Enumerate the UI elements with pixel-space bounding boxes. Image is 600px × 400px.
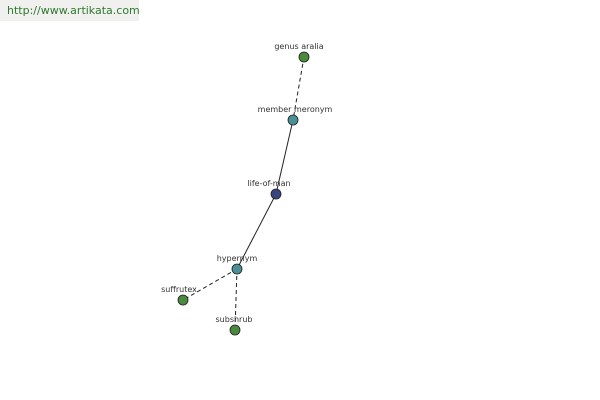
node-label-suffrutex: suffrutex — [161, 285, 197, 294]
node-label-life-of-man: life-of-man — [247, 179, 290, 188]
node-genus-aralia[interactable]: genus aralia — [274, 42, 324, 63]
node-suffrutex[interactable]: suffrutex — [161, 285, 197, 306]
edge-hypernym-to-subshrub — [234, 268, 238, 331]
edge-life-of-man-to-hypernym — [236, 193, 277, 270]
node-subshrub[interactable]: subshrub — [216, 315, 253, 336]
source-link[interactable]: http://www.artikata.com — [7, 4, 140, 17]
node-dot-genus-aralia[interactable] — [298, 51, 310, 63]
node-dot-subshrub[interactable] — [229, 324, 241, 336]
source-banner: http://www.artikata.com — [0, 0, 140, 21]
node-layer: genus aralia member meronym life-of-man hyp… — [161, 42, 333, 336]
node-dot-suffrutex[interactable] — [177, 294, 189, 306]
node-life-of-man[interactable]: life-of-man — [247, 179, 291, 200]
edge-layer — [182, 56, 305, 331]
node-label-subshrub: subshrub — [216, 315, 253, 324]
node-dot-hypernym[interactable] — [231, 263, 243, 275]
edge-hypernym-to-suffrutex — [182, 268, 238, 301]
node-dot-life-of-man[interactable] — [270, 188, 282, 200]
node-hypernym[interactable]: hypernym — [217, 254, 258, 275]
node-label-hypernym: hypernym — [217, 254, 258, 263]
node-dot-member-meronym[interactable] — [287, 114, 299, 126]
node-label-member-meronym: member meronym — [258, 105, 333, 114]
edge-genus-aralia-to-member-meronym — [292, 56, 305, 121]
node-member-meronym[interactable]: member meronym — [258, 105, 333, 126]
node-label-genus-aralia: genus aralia — [274, 42, 323, 51]
edge-member-meronym-to-life-of-man — [275, 119, 294, 195]
